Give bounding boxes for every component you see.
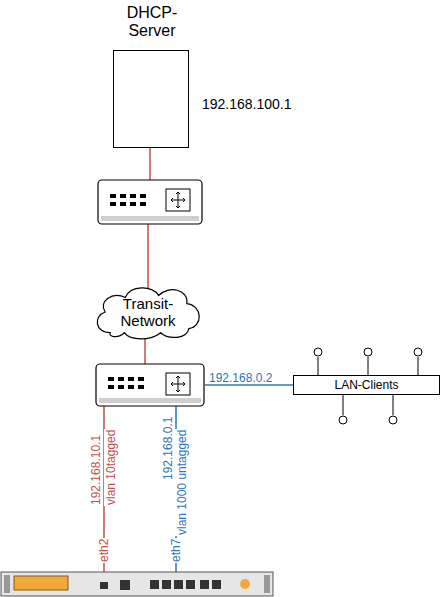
switch-icon [98, 180, 202, 224]
network-appliance [1, 572, 273, 596]
vlan-label: vlan 1000 untagged [175, 429, 189, 536]
ip-address: 192.168.0.1 [161, 416, 175, 481]
router-arrows [171, 192, 185, 208]
wire [149, 148, 151, 180]
server-box: DHCP- Server [113, 50, 189, 148]
appliance-body [1, 572, 273, 596]
router-symbol [166, 189, 190, 211]
switch-ports [110, 194, 146, 206]
router-arrows [171, 376, 185, 392]
switch-icon [96, 364, 204, 406]
switch-base [101, 216, 199, 221]
switch-body [98, 180, 202, 224]
rack-ear [4, 575, 10, 593]
switch-body [96, 364, 204, 406]
ip-address: 192.168.0.2 [209, 371, 272, 385]
switch-ports [108, 377, 144, 389]
ip-address: 192.168.10.1 [89, 434, 103, 506]
node-heading: DHCP- Server [117, 4, 187, 40]
display [14, 576, 68, 590]
ip-address: 192.168.100.1 [202, 97, 292, 111]
port-name: eth7 [169, 538, 183, 563]
wire [144, 336, 146, 366]
port-name: eth2 [97, 538, 111, 563]
logo [240, 579, 250, 589]
cloud-text-wrap: Transit- Network [90, 283, 206, 340]
client-bus-box: LAN-Clients [293, 375, 440, 395]
vlan-label: vlan 10tagged [104, 429, 118, 506]
appliance-ports [100, 580, 221, 590]
wire [147, 224, 149, 288]
blue-wires [176, 385, 293, 573]
router-symbol [166, 373, 190, 395]
rack-ear [264, 575, 270, 593]
node-label: LAN-Clients [334, 378, 398, 392]
cloud-shape [97, 288, 199, 339]
node-label: Transit- Network [109, 295, 187, 329]
network-cloud: Transit- Network [90, 283, 206, 340]
switch-base [99, 398, 201, 403]
